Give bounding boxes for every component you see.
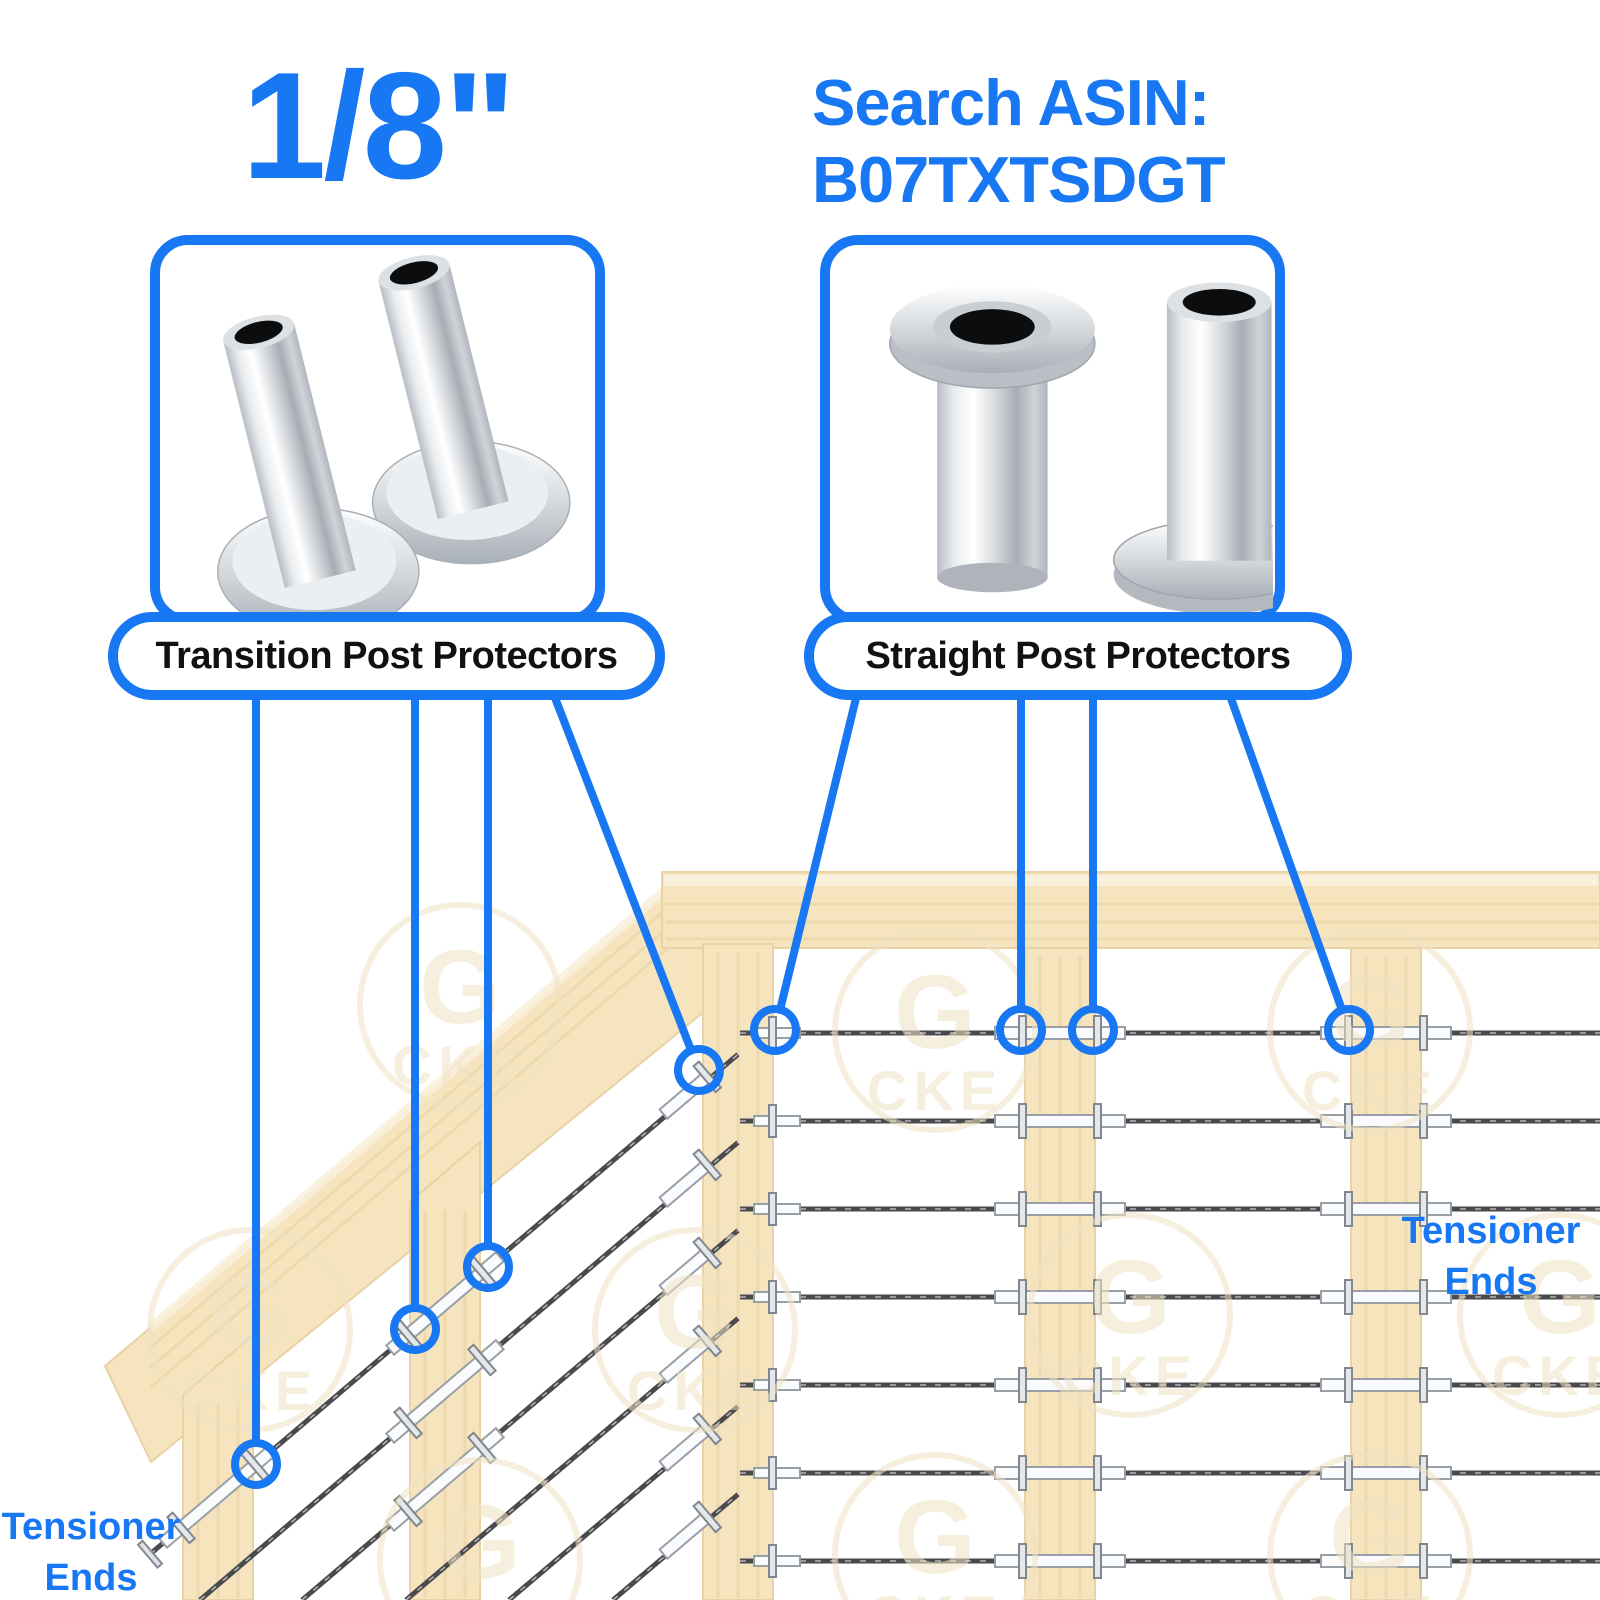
watermark-glyph: G [894,1479,976,1596]
straight-post-protectors-image [888,282,1273,613]
callout-circle [1324,1005,1374,1055]
watermark-text: CKE [1302,1584,1438,1600]
tensioner-left-line2: Ends [44,1557,138,1599]
transition-post-protectors-image [216,254,571,613]
transition-protectors-box [150,235,605,625]
watermark-text: CKE [867,1059,1003,1122]
tensioner-right-line2: Ends [1444,1261,1538,1303]
wood-structure [103,870,1600,1600]
watermark-text: CKE [627,1359,763,1422]
watermark-glyph: G [1519,1239,1600,1356]
callout-circle [750,1005,800,1055]
callout-circle [463,1242,513,1292]
callout-circle [674,1045,724,1095]
callout-circle [1068,1005,1118,1055]
callouts [231,686,1374,1489]
watermark-text: CKE [412,1589,548,1600]
tensioner-ends-label-left: Tensioner Ends [0,1502,182,1600]
watermark-text: CKE [867,1584,1003,1600]
callout-circle [390,1304,440,1354]
asin-line1: Search ASIN: [812,66,1210,139]
watermark-glyph: G [894,954,976,1071]
watermark-glyph: G [209,1254,291,1371]
callout-circle [996,1005,1046,1055]
callout-line [776,686,862,1014]
asin-line2: B07TXTSDGT [812,143,1226,216]
callout-circle [231,1439,281,1489]
tensioner-end-fitting [136,1539,164,1569]
watermark-text: CKE [1492,1344,1600,1407]
transition-protectors-label: Transition Post Protectors [108,612,665,700]
tensioner-ends-label-right: Tensioner Ends [1398,1206,1584,1308]
watermark-glyph: G [654,1254,736,1371]
asin-label: Search ASIN: B07TXTSDGT [812,64,1226,218]
watermark-glyph: G [1089,1239,1171,1356]
watermark-text: CKE [182,1359,318,1422]
callout-line [548,686,695,1054]
cable-size-label: 1/8" [241,41,516,211]
tensioner-left-line1: Tensioner [1,1506,181,1548]
straight-protectors-label: Straight Post Protectors [804,612,1352,700]
watermark-text: CKE [1302,1059,1438,1122]
straight-protectors-box [820,235,1285,625]
tensioner-right-line1: Tensioner [1401,1210,1581,1252]
watermark-glyph: G [1329,1479,1411,1596]
watermark-glyph: G [439,1484,521,1600]
callout-line [1224,686,1346,1014]
watermark-text: CKE [1062,1344,1198,1407]
